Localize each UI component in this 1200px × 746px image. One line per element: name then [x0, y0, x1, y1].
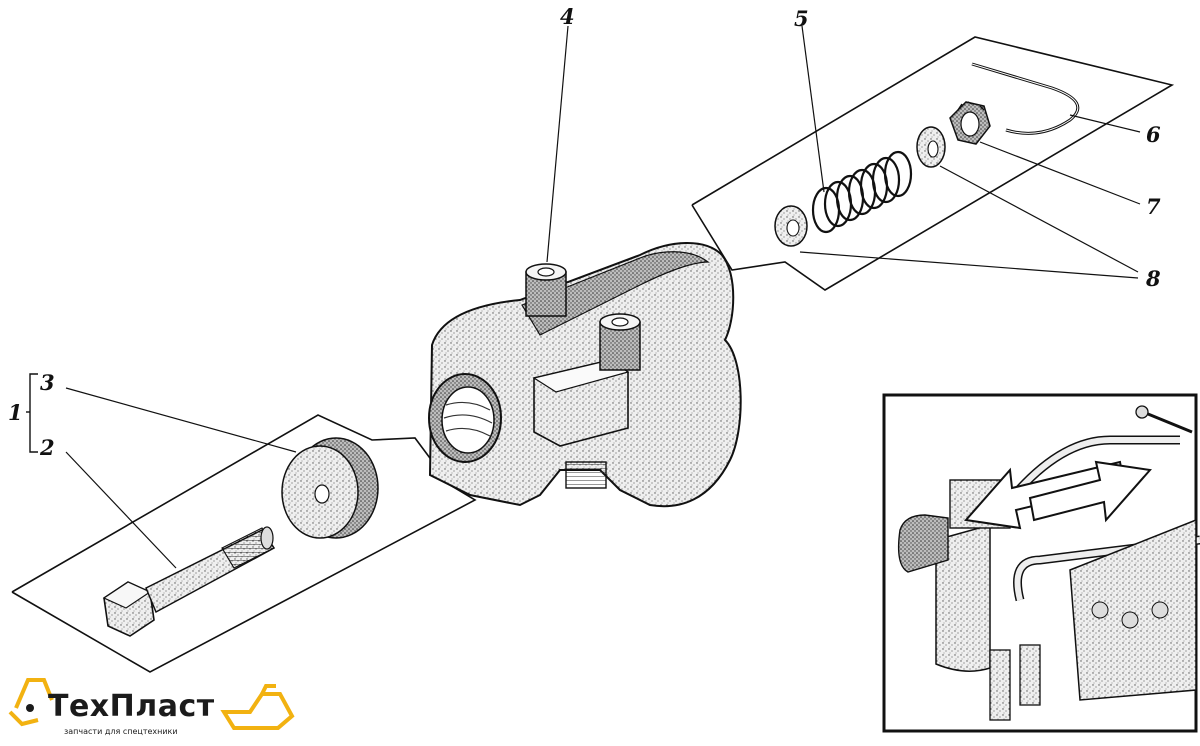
leader-lines [65, 25, 1141, 569]
excavator-logo-icon [8, 678, 54, 727]
disk-washer-part [281, 437, 379, 539]
right-assembly-plane [691, 36, 1175, 291]
bracket-group-1 [26, 373, 38, 453]
filter-housing-part [428, 242, 742, 508]
bulldozer-logo-icon [220, 684, 295, 730]
washer-part-lower [774, 205, 808, 247]
callout-6: 6 [1146, 122, 1161, 147]
brand-name: ТехПласт [48, 689, 215, 724]
callout-7: 7 [1146, 194, 1161, 219]
callout-1: 1 [8, 400, 23, 425]
callout-3: 3 [40, 370, 55, 395]
callout-5: 5 [794, 6, 809, 31]
callout-8: 8 [1146, 266, 1161, 291]
callout-2: 2 [40, 435, 55, 460]
inset-location-view [882, 393, 1200, 733]
callout-4: 4 [560, 4, 575, 29]
washer-part-upper [916, 126, 946, 168]
cotter-pin-part [971, 62, 1080, 135]
castle-nut-part [949, 101, 991, 145]
spring-part [811, 150, 913, 234]
brand-tagline: запчасти для спецтехники [64, 727, 178, 736]
bolt-part [102, 526, 276, 637]
